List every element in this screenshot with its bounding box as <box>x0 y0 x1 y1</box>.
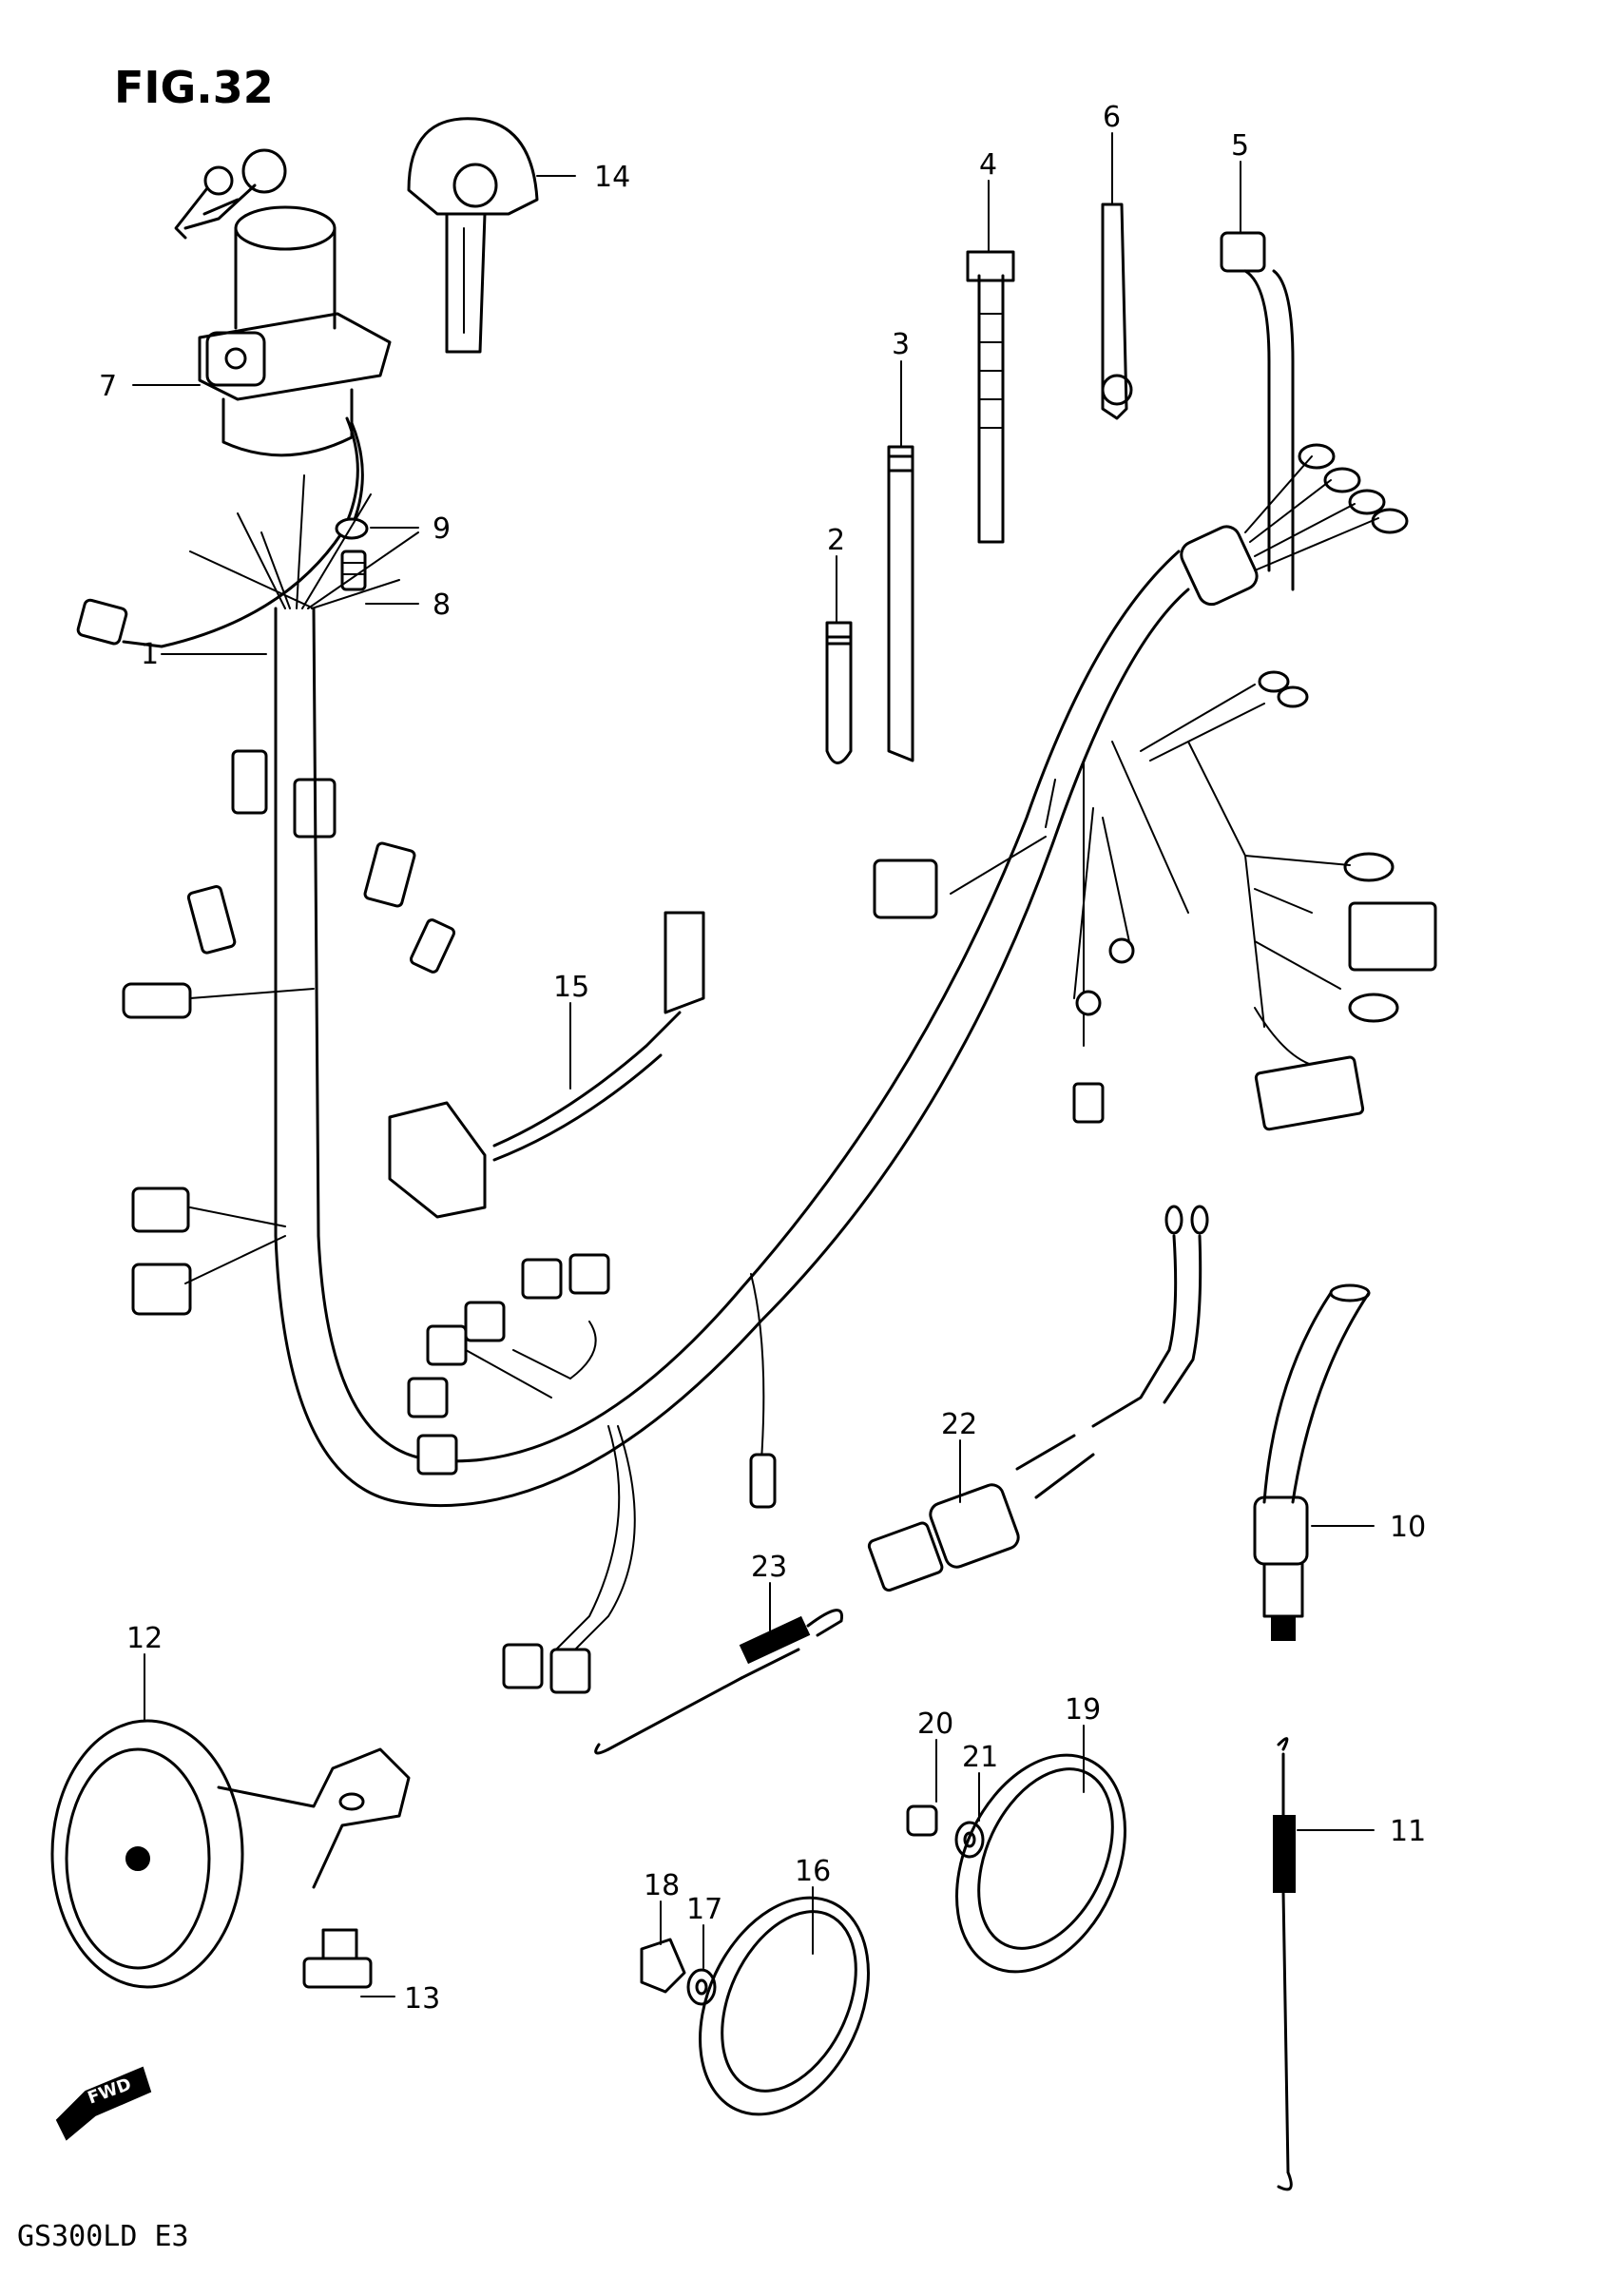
callout-15: 15 <box>553 971 589 1004</box>
key-drawing <box>407 117 539 354</box>
callout-12: 12 <box>126 1622 163 1655</box>
callout-numbers: 7 14 9 8 1 2 3 4 6 5 15 22 10 23 12 13 1… <box>99 101 1426 2016</box>
callout-9: 9 <box>433 512 451 546</box>
callout-14: 14 <box>594 161 630 194</box>
switch-wire-drawing <box>1253 1283 1371 1641</box>
callout-13: 13 <box>404 1982 440 2016</box>
callout-leaders <box>132 132 1375 1997</box>
callout-18: 18 <box>644 1869 680 1902</box>
callout-19: 19 <box>1065 1693 1101 1727</box>
sub-harness-drawing <box>388 911 705 1219</box>
callout-17: 17 <box>686 1893 722 1926</box>
callout-10: 10 <box>1390 1511 1426 1544</box>
figure-title: FIG.32 <box>114 62 274 113</box>
callout-1: 1 <box>141 638 159 671</box>
main-wiring-harness-drawing <box>122 443 1437 1694</box>
callout-21: 21 <box>962 1741 998 1774</box>
callout-8: 8 <box>433 588 451 622</box>
callout-3: 3 <box>892 328 910 361</box>
model-code: GS300LD E3 <box>17 2220 189 2253</box>
callout-22: 22 <box>941 1408 977 1441</box>
horn-drawing <box>50 1719 411 1989</box>
callout-5: 5 <box>1231 129 1249 163</box>
callout-4: 4 <box>979 148 997 182</box>
clamps-and-ties-drawing <box>825 203 1295 764</box>
ignition-switch-drawing <box>76 148 392 648</box>
callout-23: 23 <box>751 1551 787 1584</box>
callout-20: 20 <box>917 1708 953 1741</box>
callout-11: 11 <box>1390 1815 1426 1848</box>
brake-switch-drawing <box>867 1205 1209 1592</box>
callout-2: 2 <box>827 524 845 557</box>
return-spring-drawing <box>1273 1737 1296 2191</box>
callout-16: 16 <box>795 1855 831 1888</box>
spring-drawing <box>594 1609 844 1755</box>
callout-6: 6 <box>1103 101 1121 134</box>
callout-7: 7 <box>99 370 117 403</box>
forward-direction-arrow: FWD <box>55 2066 152 2141</box>
reflectors-drawing <box>640 1753 1126 2116</box>
